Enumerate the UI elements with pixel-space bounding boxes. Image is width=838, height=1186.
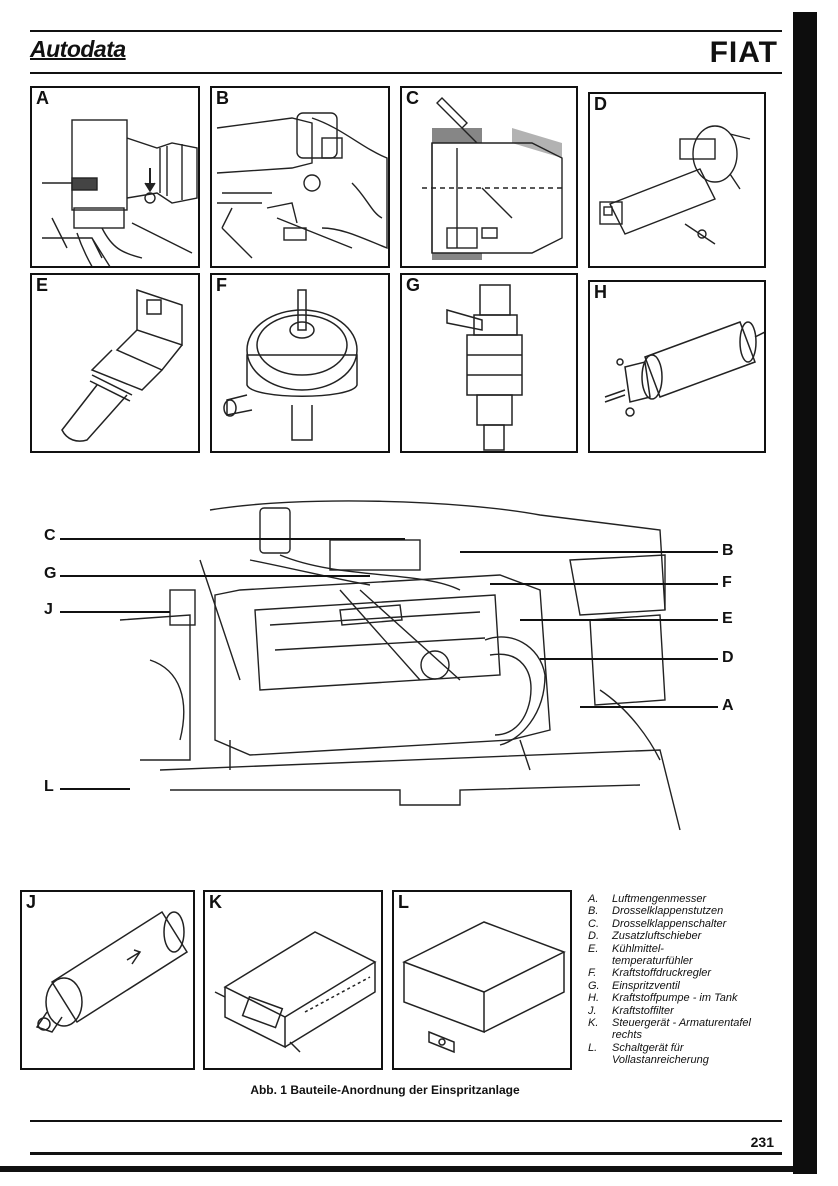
legend-key: J. — [588, 1004, 597, 1017]
legend-text: Kraftstoffilter — [612, 1004, 674, 1017]
make-title: FIAT — [709, 36, 778, 69]
legend-text: Kraftstoffpumpe - im Tank — [612, 992, 738, 1005]
legend-item: D. Zusatzluftschieber — [588, 930, 778, 942]
panel-f-fuel-pressure-regulator: F — [210, 273, 390, 453]
panel-j-fuel-filter: J — [20, 890, 195, 1070]
panel-d-drawing — [599, 125, 751, 245]
panel-letter: B — [216, 88, 229, 108]
callout-line-c — [60, 538, 405, 540]
legend-item: K. Steuergerät - Armaturentafel rechts — [588, 1017, 778, 1042]
panel-k-control-unit: K — [203, 890, 383, 1070]
panel-h-drawing — [604, 321, 764, 417]
panel-letter: K — [209, 892, 222, 912]
panel-letter: C — [406, 88, 419, 108]
brand-logo: Autodata — [30, 36, 126, 62]
engine-bay-drawing — [119, 500, 681, 831]
legend-key: A. — [588, 893, 599, 905]
page-edge-shadow — [793, 12, 817, 1174]
callout-line-d — [540, 658, 718, 660]
callout-j: J — [44, 601, 53, 618]
legend-text: Luftmengenmesser — [612, 893, 707, 905]
callout-line-l — [60, 788, 130, 790]
panel-letter: H — [594, 282, 607, 302]
legend-key: C. — [588, 917, 599, 930]
panel-l-switch-unit: L — [392, 890, 572, 1070]
legend-item: H. Kraftstoffpumpe - im Tank — [588, 992, 778, 1004]
panel-e-coolant-temp-sensor: E — [30, 273, 200, 453]
callout-line-f — [490, 583, 718, 585]
panel-d-auxiliary-air-valve: D — [588, 92, 766, 268]
footer-rule-bottom — [30, 1152, 782, 1155]
callout-line-a — [580, 706, 718, 708]
legend-text: Drosselklappenstutzen — [612, 905, 724, 918]
legend-text: Zusatzluftschieber — [612, 930, 702, 943]
callout-a: A — [722, 697, 734, 714]
panel-f-drawing — [223, 289, 358, 441]
legend-text: Drosselklappenschalter — [612, 917, 727, 930]
panel-c-drawing — [422, 97, 563, 260]
legend-item: E. Kühlmittel- temperaturfühler — [588, 943, 778, 968]
panel-letter: J — [26, 892, 37, 912]
panel-letter: D — [594, 94, 607, 114]
footer-rule-edge — [0, 1166, 793, 1172]
header-rule-bottom — [30, 72, 782, 74]
callout-g: G — [44, 565, 57, 582]
callout-line-g — [60, 575, 370, 577]
callout-c: C — [44, 527, 56, 544]
legend-item: B. Drosselklappenstutzen — [588, 905, 778, 917]
callout-line-e — [520, 619, 718, 621]
footer-rule-top — [30, 1120, 782, 1122]
panel-h-fuel-pump: H — [588, 280, 766, 453]
callout-line-b — [460, 551, 718, 553]
panel-c-throttle-switch-section: C — [400, 86, 578, 268]
legend-text: Einspritzventil — [612, 979, 680, 992]
panel-letter: L — [398, 892, 409, 912]
legend-text: Kraftstoffdruckregler — [612, 967, 712, 980]
legend-item: F. Kraftstoffdruckregler — [588, 967, 778, 979]
legend-key: B. — [588, 905, 599, 918]
panel-letter: F — [216, 275, 227, 295]
callout-line-j — [60, 611, 170, 613]
callout-d: D — [722, 649, 734, 666]
panel-letter: E — [36, 275, 49, 295]
panel-g-injector: G — [400, 273, 578, 453]
callout-l: L — [44, 778, 54, 795]
header-rule-top — [30, 30, 782, 32]
panel-a-air-flow-meter: A — [30, 86, 200, 268]
component-legend: A. Luftmengenmesser B. Drosselklappenstutz… — [588, 893, 778, 1067]
callout-b: B — [722, 542, 734, 559]
panel-e-drawing — [61, 288, 183, 442]
panel-letter: G — [406, 275, 421, 295]
panel-letter: A — [36, 88, 49, 108]
legend-text: Kühlmittel- temperaturfühler — [612, 942, 693, 968]
panel-l-drawing — [402, 921, 566, 1054]
legend-text: Steuergerät - Armaturentafel rechts — [612, 1017, 751, 1042]
panel-j-drawing — [35, 910, 189, 1033]
figure-caption: Abb. 1 Bauteile-Anordnung der Einspritza… — [250, 1083, 520, 1097]
legend-item: L. Schaltgerät für Vollastanreicherung — [588, 1042, 778, 1067]
legend-key: G. — [588, 979, 600, 992]
legend-key: D. — [588, 930, 599, 943]
panel-b-drawing — [216, 112, 388, 259]
callout-f: F — [722, 574, 732, 591]
legend-item: J. Kraftstoffilter — [588, 1005, 778, 1017]
panel-g-drawing — [446, 284, 523, 451]
callout-e: E — [722, 610, 733, 627]
legend-key: K. — [588, 1017, 599, 1030]
legend-item: C. Drosselklappenschalter — [588, 918, 778, 930]
panel-k-drawing — [214, 931, 377, 1053]
panel-a-drawing — [42, 119, 198, 266]
legend-key: E. — [588, 942, 599, 955]
legend-text: Schaltgerät für Vollastanreicherung — [612, 1041, 709, 1067]
page-number: 231 — [750, 1134, 774, 1150]
legend-item: G. Einspritzventil — [588, 980, 778, 992]
panel-b-throttle-body: B — [210, 86, 390, 268]
legend-key: H. — [588, 992, 599, 1005]
legend-item: A. Luftmengenmesser — [588, 893, 778, 905]
legend-key: F. — [588, 967, 597, 980]
legend-key: L. — [588, 1041, 598, 1054]
